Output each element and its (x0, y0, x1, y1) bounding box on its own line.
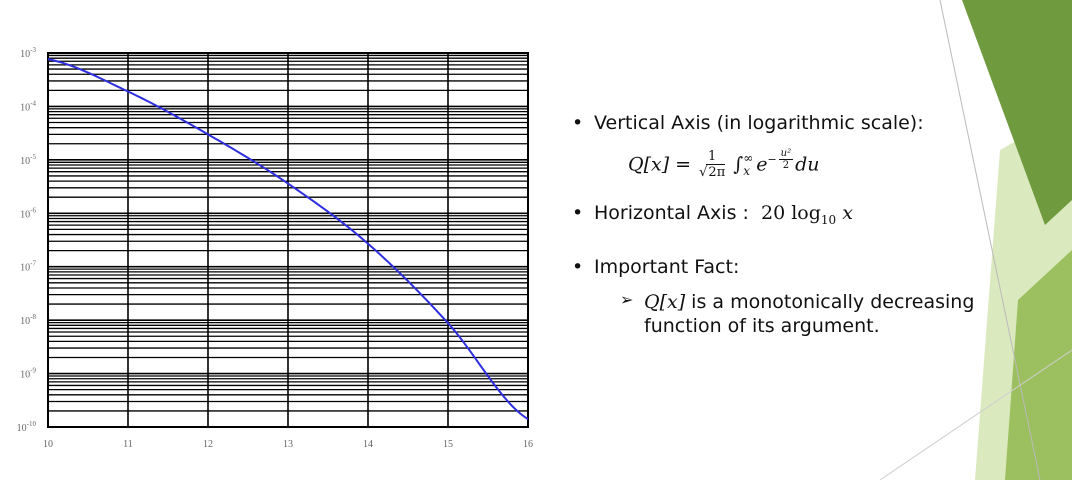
exp-base: e (756, 153, 768, 176)
y-tick-label: 10-10 (17, 420, 37, 434)
y-tick-label: 10-5 (20, 153, 36, 167)
x-tick-label: 13 (283, 439, 293, 450)
bullet-marker: • (572, 202, 584, 224)
y-tick-label: 10-7 (20, 260, 36, 274)
x-tick-label: 15 (443, 439, 453, 450)
grid-layer (47, 52, 529, 428)
y-tick-label: 10-6 (20, 206, 36, 220)
arrow-marker: ➢ (620, 290, 634, 309)
bullet-text: Vertical Axis (in logarithmic scale): (594, 112, 924, 134)
formula-lhs: Q[x] = (628, 153, 698, 176)
exponent-numerator: u² (778, 148, 794, 160)
bullet-marker: • (572, 256, 584, 278)
bullet-text: Important Fact: (594, 256, 740, 278)
exponent-denominator: 2 (782, 160, 790, 171)
exponent-sign: − (767, 153, 777, 166)
accent-line (939, 0, 1041, 480)
bullet-text: Horizontal Axis : 20 log10 x (594, 202, 853, 227)
q-symbol: Q[x] (644, 291, 686, 313)
x-tick-label: 16 (523, 439, 533, 450)
log-base: 10 (820, 212, 837, 227)
accent-mid-shape (1005, 250, 1072, 480)
log-prefix: 20 log (761, 202, 821, 224)
integral-upper: ∞ (743, 151, 754, 166)
formula-fraction: 1 √2π (699, 149, 726, 181)
bullet-marker: • (572, 112, 584, 134)
sub-bullet-text: Q[x] is a monotonically decreasing funct… (644, 290, 974, 338)
integral-sign: ∫ (733, 153, 744, 176)
log-expression: 20 log10 x (761, 202, 853, 227)
sub-text-line2: function of its argument. (644, 315, 880, 337)
log-argument: x (836, 202, 853, 224)
plot-frame (47, 52, 529, 428)
y-tick-label: 10-4 (20, 99, 36, 113)
fraction-denominator: √2π (699, 164, 726, 181)
integral-lower: x (743, 164, 750, 179)
x-tick-label: 11 (123, 439, 133, 450)
x-tick-label: 14 (363, 439, 373, 450)
accent-dark-shape (962, 0, 1072, 225)
y-tick-label: 10-9 (20, 367, 36, 381)
bullet-label: Horizontal Axis : (594, 202, 749, 224)
differential: du (795, 153, 820, 176)
accent-line-2 (879, 349, 1072, 480)
fraction-numerator: 1 (706, 149, 719, 166)
x-tick-label: 12 (203, 439, 213, 450)
y-tick-label: 10-3 (20, 46, 36, 60)
sub-text-line1: is a monotonically decreasing (685, 291, 975, 313)
q-function-chart: 10 11 12 13 14 15 16 10-3 10-4 10-5 10-6 10-7 10-8 10… (17, 46, 533, 450)
x-tick-label: 10 (43, 439, 53, 450)
sqrt-value: 2π (707, 164, 726, 181)
sqrt-symbol: √ (699, 165, 708, 181)
y-tick-label: 10-8 (20, 313, 36, 327)
tick-layer: 10 11 12 13 14 15 16 10-3 10-4 10-5 10-6 10-7 10-8 10… (17, 46, 533, 450)
integral-limits: ∞ x (743, 152, 753, 178)
